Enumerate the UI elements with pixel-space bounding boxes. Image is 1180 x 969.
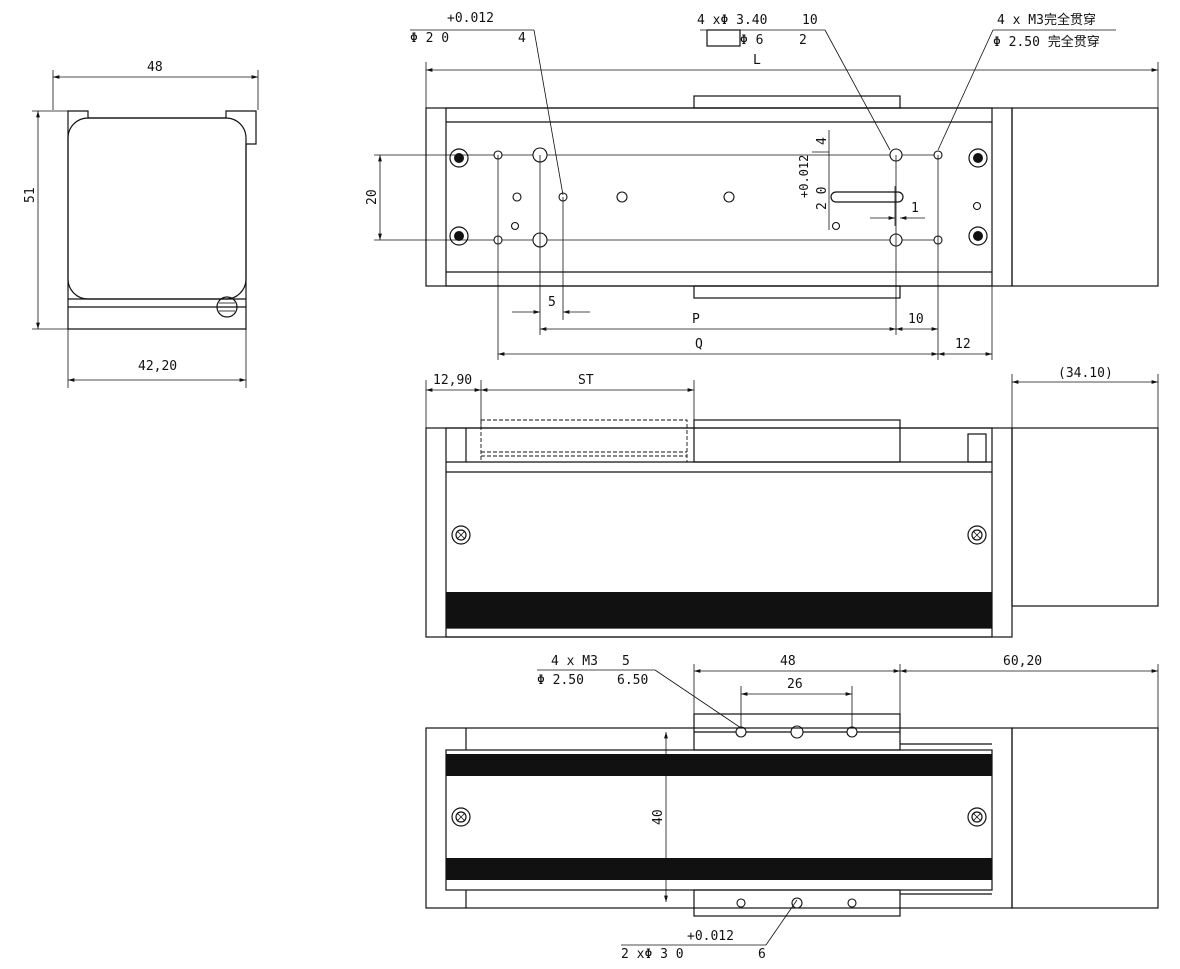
- bottom-dim-40: 40: [651, 809, 666, 825]
- side-dim-51: 51: [23, 187, 38, 203]
- top-dim-20: 20: [365, 189, 380, 205]
- top-dim-Q: Q: [695, 337, 703, 352]
- top-note-pin: Φ 2 0: [410, 31, 449, 46]
- top-dim-12: 12: [955, 337, 971, 352]
- top-dim-P: P: [692, 312, 700, 327]
- top-note-thread2: Φ 2.50 完全贯穿: [993, 34, 1100, 50]
- bottom-view: 48 60,20 26 40: [425, 654, 1159, 962]
- side-view: 48 51 42,20: [23, 60, 259, 388]
- top-note-cb1-depth: 10: [802, 13, 818, 28]
- top-dim-10: 10: [908, 312, 924, 327]
- bottom-note-thread1: 4 x M3: [551, 654, 598, 669]
- bottom-note-pin-tol: +0.012: [687, 929, 734, 944]
- bottom-dim-48: 48: [780, 654, 796, 669]
- front-dim-34-10: (34.10): [1058, 366, 1113, 381]
- top-view: L 20: [365, 11, 1159, 360]
- top-dim-1: 1: [911, 201, 919, 216]
- side-dim-48: 48: [147, 60, 163, 75]
- top-dim-4: 4: [815, 137, 830, 145]
- top-dim-tol: +0.012: [797, 155, 811, 198]
- top-dim-2-0: 2 0: [815, 187, 830, 210]
- bottom-note-pin: 2 xΦ 3 0: [621, 947, 684, 962]
- front-dim-ST: ST: [578, 373, 594, 388]
- top-note-cb2: Φ 6: [740, 33, 763, 48]
- top-dim-5: 5: [548, 295, 556, 310]
- bottom-dim-60-20: 60,20: [1003, 654, 1042, 669]
- top-note-pin-depth: 4: [518, 31, 526, 46]
- front-view: 12,90 ST (34.10): [425, 366, 1159, 638]
- top-note-cb1: 4 xΦ 3.40: [697, 13, 767, 28]
- front-dim-12-90: 12,90: [433, 373, 472, 388]
- bottom-note-thread1-depth: 5: [622, 654, 630, 669]
- top-dim-L: L: [753, 53, 761, 68]
- bottom-note-thread2-depth: 6.50: [617, 673, 648, 688]
- side-dim-42-20: 42,20: [138, 359, 177, 374]
- top-note-cb2-depth: 2: [799, 33, 807, 48]
- bottom-note-pin-depth: 6: [758, 947, 766, 962]
- bottom-dim-26: 26: [787, 677, 803, 692]
- top-note-thread1: 4 x M3完全贯穿: [997, 12, 1096, 28]
- bottom-note-thread2: Φ 2.50: [537, 673, 584, 688]
- top-note-pin-tol: +0.012: [447, 11, 494, 26]
